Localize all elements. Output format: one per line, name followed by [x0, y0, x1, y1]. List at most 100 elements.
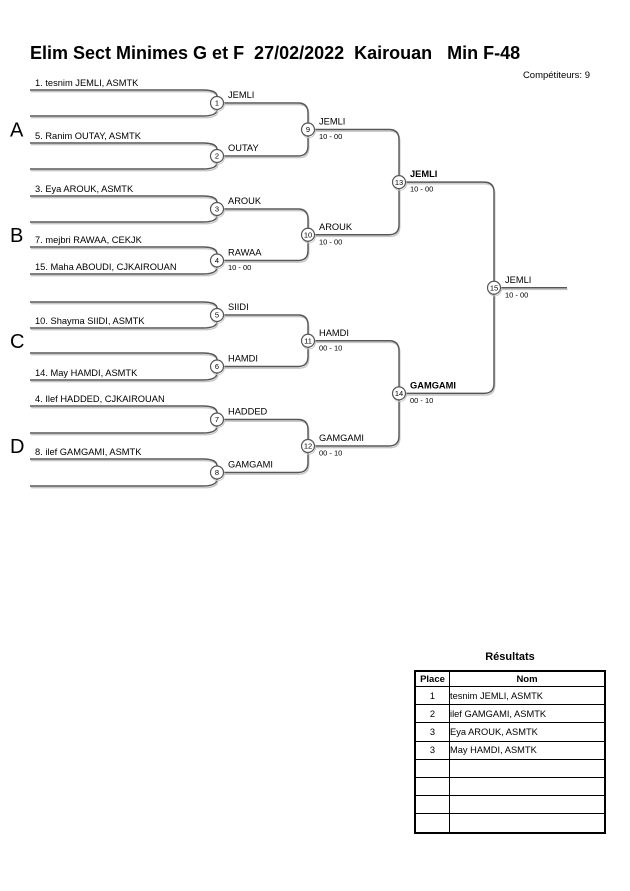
- results-header-row: Place Nom: [414, 670, 606, 687]
- bracket-line: [406, 295, 496, 396]
- match-number: 8: [215, 468, 219, 477]
- winner-label: JEMLI: [410, 169, 437, 179]
- score-label: 00 - 10: [319, 449, 342, 458]
- bracket-line: [224, 316, 310, 336]
- score-label: 00 - 10: [410, 396, 433, 405]
- winner-label: JEMLI: [319, 117, 345, 127]
- name-cell: [449, 813, 606, 833]
- bracket-line: [30, 164, 219, 172]
- match-number: 11: [304, 336, 312, 345]
- bracket-line: [30, 217, 219, 225]
- bracket-line: [314, 188, 400, 236]
- score-label: 00 - 10: [319, 343, 342, 352]
- bracket-line: [223, 314, 309, 335]
- match-circle: [209, 359, 225, 374]
- match-circle: [300, 333, 316, 348]
- bracket-line: [405, 294, 495, 395]
- score-label: 10 - 00: [228, 263, 251, 272]
- name-cell: ilef GAMGAMI, ASMTK: [449, 704, 606, 724]
- place-cell: 2: [414, 704, 450, 724]
- match-number: 1: [215, 99, 219, 108]
- competitor-name: 4. Ilef HADDED, CJKAIROUAN: [35, 394, 165, 404]
- match-number: 12: [304, 442, 312, 451]
- match-number: 3: [215, 205, 219, 214]
- place-cell: 3: [414, 722, 450, 742]
- group-letter: A: [10, 120, 24, 142]
- match-number: 14: [395, 389, 403, 398]
- bracket-line: [30, 268, 219, 277]
- match-circle: [300, 122, 316, 137]
- competitor-name: 1. tesnim JEMLI, ASMTK: [35, 78, 139, 88]
- bracket-line: [30, 215, 218, 223]
- competitor-name: 15. Maha ABOUDI, CJKAIROUAN: [35, 262, 177, 272]
- match-number: 15: [490, 283, 498, 292]
- match-circle: [300, 438, 316, 454]
- bracket-line: [30, 374, 219, 383]
- bracket-line: [30, 458, 218, 467]
- match-number: 7: [215, 415, 219, 424]
- bracket-line: [30, 91, 219, 99]
- match-number: 9: [306, 125, 310, 134]
- match-circle: [209, 465, 225, 480]
- competitor-name: 14. May HAMDI, ASMTK: [35, 368, 138, 378]
- match-circle: [391, 386, 407, 401]
- place-cell: [414, 795, 450, 815]
- winner-label: RAWAA: [228, 248, 262, 258]
- bracket-line: [223, 241, 309, 262]
- bracket-line: [223, 418, 309, 440]
- competitor-name: 10. Shayma SIIDI, ASMTK: [35, 316, 145, 326]
- bracket-line: [30, 460, 219, 468]
- winner-label: HAMDI: [319, 328, 349, 338]
- group-letter: D: [10, 436, 24, 458]
- name-cell: [449, 795, 606, 815]
- table-row: [414, 758, 606, 778]
- bracket-line: [224, 104, 310, 125]
- bracket-line: [30, 303, 219, 311]
- score-label: 10 - 00: [319, 237, 342, 246]
- bracket-line: [223, 136, 309, 157]
- match-circle: [209, 201, 225, 217]
- competitors-count: Compétiteurs: 9: [522, 70, 590, 81]
- match-circle: [391, 175, 407, 190]
- name-cell: [449, 758, 606, 778]
- bracket-line: [315, 190, 401, 238]
- bracket-line: [30, 323, 219, 331]
- match-circle: [209, 253, 225, 268]
- winner-label: HAMDI: [228, 354, 258, 364]
- bracket-line: [223, 102, 309, 123]
- bracket-line: [30, 111, 219, 119]
- bracket-line: [223, 347, 309, 368]
- name-cell: [449, 776, 606, 797]
- bracket-line: [30, 354, 219, 362]
- results-title: Résultats: [485, 651, 535, 663]
- match-circle: [486, 280, 502, 295]
- table-row: [414, 795, 606, 815]
- bracket-line: [315, 401, 401, 449]
- bracket-lines: [30, 89, 567, 487]
- place-cell: [414, 813, 450, 833]
- bracket-line: [224, 242, 310, 263]
- bracket-line: [30, 407, 219, 415]
- match-number: 5: [215, 311, 219, 320]
- place-cell: [414, 758, 450, 778]
- match-circle: [209, 95, 225, 111]
- bracket-line: [30, 144, 219, 152]
- winner-label: GAMGAMI: [410, 380, 456, 390]
- competitor-name: 8. ilef GAMGAMI, ASMTK: [35, 447, 142, 457]
- bracket-line: [224, 210, 310, 230]
- match-number: 10: [304, 230, 312, 239]
- bracket-line: [30, 301, 218, 309]
- match-number: 4: [215, 256, 219, 265]
- table-row: [414, 776, 606, 797]
- bracket-line: [30, 352, 218, 361]
- bracket-line: [30, 142, 218, 150]
- place-cell: 1: [414, 685, 450, 706]
- bracket-line: [314, 399, 400, 447]
- match-circle: [209, 148, 225, 164]
- winner-label: JEMLI: [228, 90, 254, 100]
